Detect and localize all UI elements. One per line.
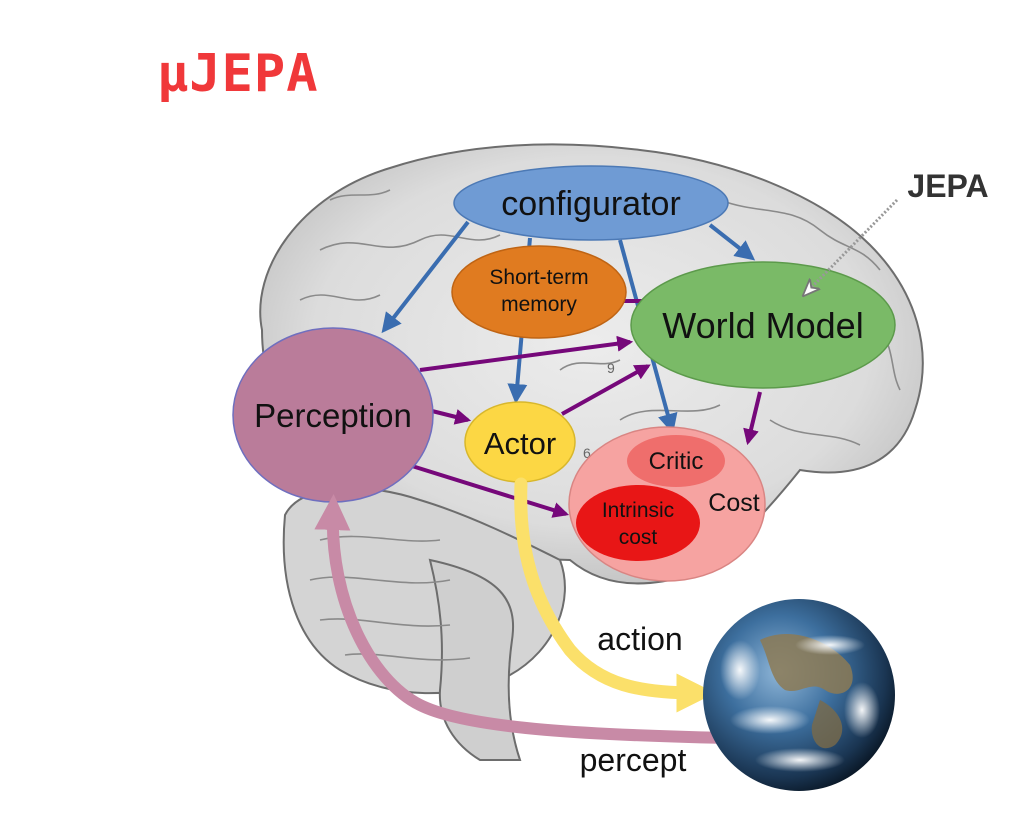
critic-label: Critic	[649, 448, 704, 475]
short-term-memory-module: Short-term memory	[451, 245, 627, 339]
intrinsic-cost-label-line2: cost	[619, 526, 658, 549]
diagram-title: μJEPA	[157, 44, 319, 104]
arrow-perception-to-world-model	[419, 335, 634, 372]
actor-module: Actor	[464, 401, 576, 483]
short-term-memory-label-line2: memory	[501, 293, 577, 316]
arrow-config-to-perception	[381, 220, 470, 334]
brain-area-number: 6	[583, 445, 591, 461]
jepa-pointer-arrow	[805, 198, 899, 294]
jepa-annotation-label: JEPA	[907, 168, 988, 204]
critic-module	[627, 435, 725, 487]
arrow-perception-to-actor	[427, 408, 472, 425]
world-model-module: World Model	[630, 261, 896, 389]
brain-folds	[299, 189, 901, 661]
actor-label: Actor	[484, 426, 556, 461]
cost-module: Cost Critic Intrinsic cost	[568, 426, 766, 582]
arrow-config-to-world-model	[708, 223, 756, 261]
action-label: action	[597, 621, 682, 657]
configurator-module: configurator	[453, 165, 729, 241]
configurator-label: configurator	[501, 185, 681, 223]
arrow-world-model-to-cost	[743, 391, 762, 446]
earth-globe	[703, 599, 895, 791]
arrow-perception-to-cost	[411, 464, 570, 518]
data-flow-arrows	[411, 293, 762, 518]
arrow-actor-to-world-model	[561, 364, 651, 416]
perception-label: Perception	[254, 397, 412, 434]
world-model-label: World Model	[662, 305, 863, 346]
perception-module: Perception	[232, 327, 434, 503]
cost-label: Cost	[708, 489, 759, 517]
brain-area-number: 9	[607, 360, 615, 376]
percept-label: percept	[580, 742, 687, 778]
short-term-memory-label-line1: Short-term	[489, 266, 588, 289]
brainstem-shape	[428, 558, 522, 761]
percept-arrow	[314, 494, 731, 744]
intrinsic-cost-module	[576, 485, 700, 561]
action-arrow	[514, 477, 716, 713]
intrinsic-cost-label-line1: Intrinsic	[602, 499, 674, 522]
